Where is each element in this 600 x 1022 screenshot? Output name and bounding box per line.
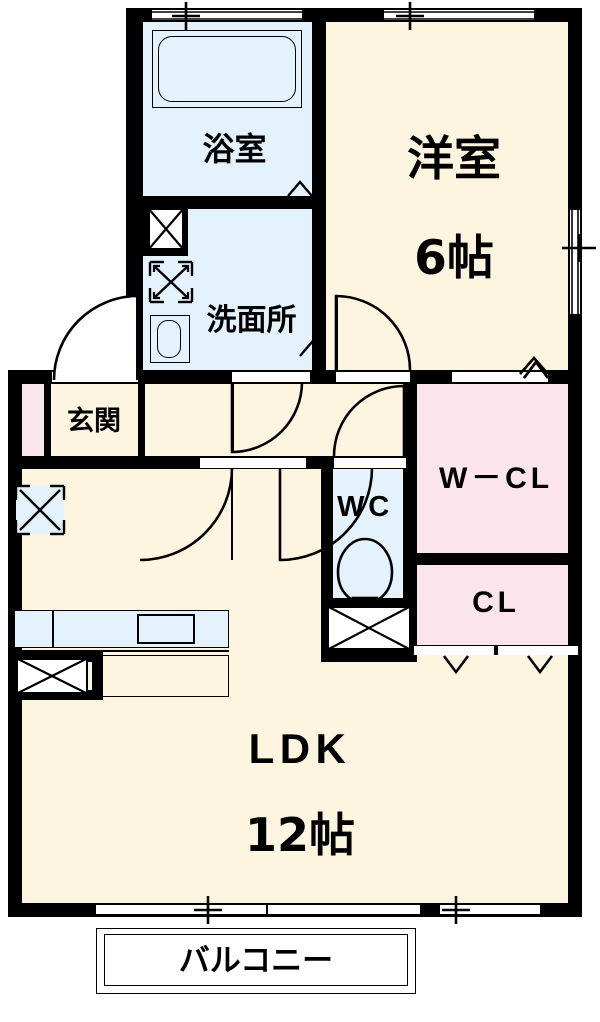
washbasin-box bbox=[150, 315, 190, 363]
wall-washstorage-left bbox=[143, 203, 150, 255]
wall-washstorage-bottom bbox=[143, 248, 188, 256]
balcony-sash-far-right bbox=[440, 905, 540, 914]
bathtub-outer bbox=[152, 30, 302, 108]
balcony-inner bbox=[104, 934, 408, 986]
door-gap-washroom bbox=[232, 372, 310, 382]
room-label-entrance: 玄関 bbox=[67, 406, 121, 437]
room-label-ldk: LDK bbox=[248, 725, 352, 772]
balcony-sash-left bbox=[96, 905, 266, 914]
wall-cl-bottom bbox=[410, 645, 582, 655]
wall-right-upper bbox=[568, 8, 582, 380]
door-gap-wcl bbox=[452, 372, 548, 382]
room-label-ldk-size: 12帖 bbox=[244, 808, 355, 862]
kitchen-sink bbox=[137, 614, 195, 644]
window-bedroom-top bbox=[384, 10, 534, 20]
wall-right-lower bbox=[568, 370, 582, 917]
washbasin bbox=[157, 320, 181, 358]
closet-door-cl-right bbox=[498, 646, 578, 655]
room-label-walk-closet: W－CL bbox=[439, 462, 553, 495]
counter-edge bbox=[14, 650, 229, 652]
door-gap-entrance bbox=[52, 372, 138, 382]
wall-bath-washroom bbox=[143, 196, 326, 209]
wall-kitchen-storage-bottom bbox=[8, 690, 103, 700]
wall-bath-left bbox=[126, 8, 143, 380]
balcony-outer bbox=[96, 928, 416, 994]
room-closet-fill-2 bbox=[410, 560, 582, 652]
room-label-balcony: バルコニー bbox=[178, 943, 334, 979]
wall-wcl-cl-divider bbox=[410, 553, 582, 565]
room-toilet-fill-2 bbox=[328, 470, 402, 603]
wall-shoebox-right bbox=[44, 380, 51, 456]
room-label-bedroom-size: 6帖 bbox=[414, 231, 494, 286]
room-label-toilet: WC bbox=[337, 491, 393, 523]
wall-wcl-left bbox=[403, 370, 417, 662]
window-bedroom-right bbox=[570, 210, 580, 314]
wall-kitchen-storage-top bbox=[8, 652, 103, 662]
wall-wc-storage-bottom bbox=[321, 648, 417, 662]
kitchen-counter bbox=[14, 610, 229, 648]
wall-bath-bedroom bbox=[312, 8, 326, 380]
door-gap-hall-a bbox=[200, 458, 306, 468]
room-bedroom-fill bbox=[326, 20, 582, 380]
wall-kitchen-storage-left bbox=[8, 652, 19, 700]
storage-upper-1 bbox=[148, 208, 184, 250]
door-gap-bedroom bbox=[336, 372, 410, 382]
wall-kitchen-storage-right bbox=[92, 652, 103, 700]
shoe-box bbox=[8, 380, 50, 462]
room-label-bathroom: 浴室 bbox=[202, 130, 267, 168]
closet-door-cl-left bbox=[414, 646, 494, 655]
storage-upper-2 bbox=[16, 658, 88, 694]
room-walk-closet-fill-2 bbox=[410, 380, 582, 560]
balcony-sash-right bbox=[268, 905, 420, 914]
kitchen-cabinet bbox=[100, 655, 229, 697]
window-bath-top bbox=[152, 10, 302, 20]
room-label-washroom: 洗面所 bbox=[206, 303, 297, 338]
room-label-bedroom: 洋室 bbox=[407, 132, 501, 187]
room-label-closet: CL bbox=[472, 586, 520, 619]
counter-divider bbox=[52, 610, 54, 648]
door-gap-wc bbox=[334, 458, 406, 468]
storage-upper-3 bbox=[327, 606, 411, 650]
wall-entrance-hall bbox=[138, 380, 145, 456]
bathtub bbox=[158, 36, 296, 102]
